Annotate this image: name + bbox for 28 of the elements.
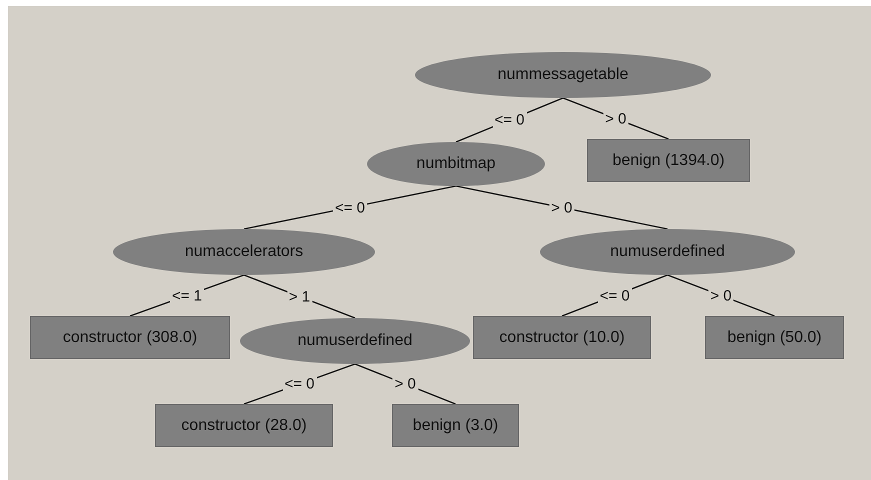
branch-line	[456, 185, 668, 230]
edge-label: > 0	[603, 110, 628, 127]
node-label: numuserdefined	[610, 243, 725, 261]
node-label: constructor (10.0)	[499, 328, 625, 346]
node-label: constructor (28.0)	[181, 416, 307, 434]
leaf-node-box	[30, 316, 230, 359]
edge-label: <= 0	[492, 112, 527, 128]
node-label: benign (3.0)	[412, 416, 498, 434]
leaf-node-box	[587, 139, 750, 182]
leaf-node-box	[473, 316, 651, 359]
leaf-node-box	[705, 316, 844, 359]
edge-label: <= 0	[598, 287, 632, 304]
edge-label: > 0	[708, 287, 734, 304]
node-label: numuserdefined	[298, 332, 412, 350]
leaf-node-box	[392, 404, 519, 447]
edge-label: <= 0	[282, 376, 317, 392]
node-label: constructor (308.0)	[62, 328, 198, 346]
edge-label: > 0	[392, 376, 418, 392]
node-label: nummessagetable	[498, 66, 628, 84]
edge-label: <= 0	[332, 199, 368, 216]
node-label: benign (50.0)	[727, 328, 822, 346]
node-label: benign (1394.0)	[612, 152, 725, 170]
edge-label: > 1	[286, 288, 312, 305]
node-label: numaccelerators	[184, 243, 304, 261]
edge-label: <= 1	[170, 287, 204, 304]
node-label: numbitmap	[416, 155, 496, 173]
edge-label: > 0	[549, 199, 574, 216]
leaf-node-box	[155, 404, 333, 447]
